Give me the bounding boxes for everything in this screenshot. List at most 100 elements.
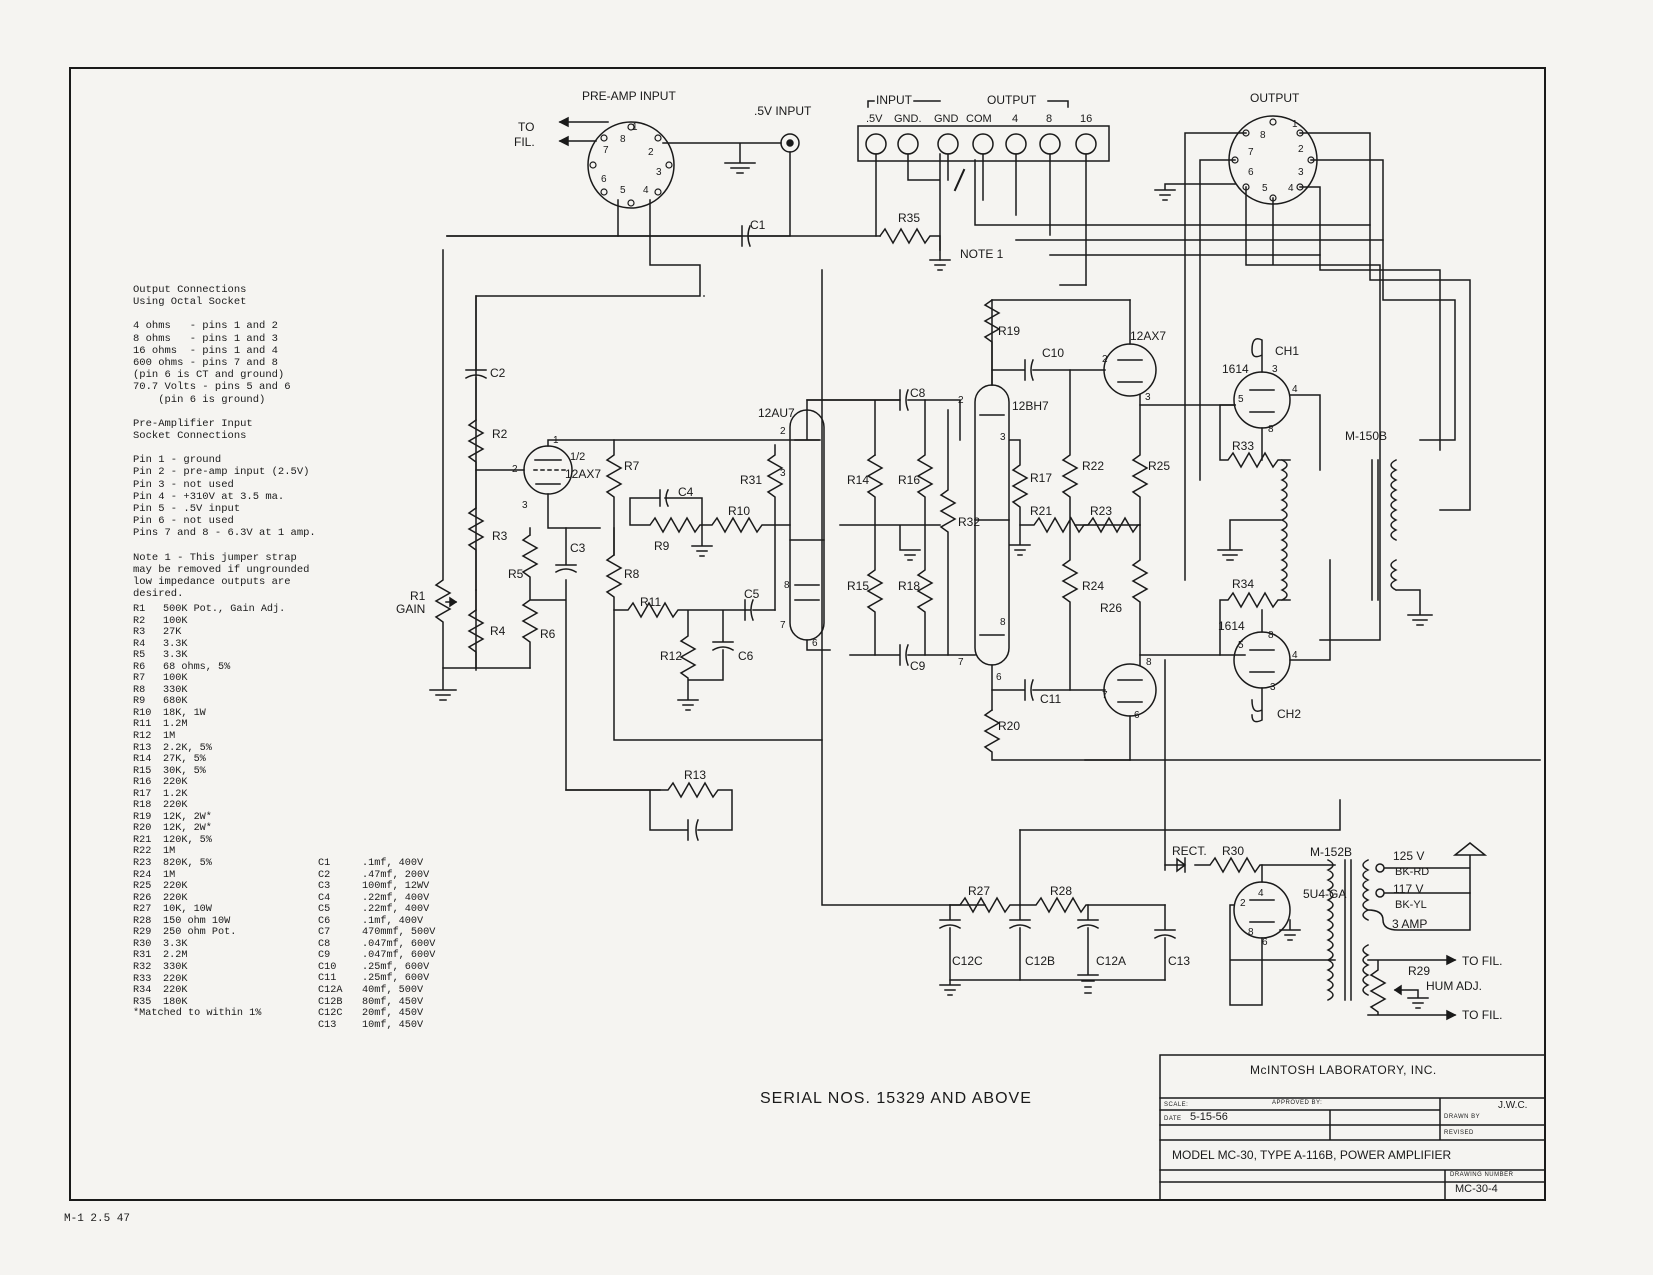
part-ref: R6 [133,661,146,673]
c8-label: C8 [910,386,926,400]
part-ref: R20 [133,823,152,835]
r32-label: R32 [958,515,980,529]
note-line: 600 ohms - pins 7 and 8 [133,357,278,370]
part-value: 12K, 2W* [163,823,212,835]
r1-gain-pot [429,249,457,701]
part-value: 27K, 5% [163,754,206,766]
part-value: 500K Pot., Gain Adj. [163,604,286,615]
parts-row: C6.1mf, 400V [318,916,435,928]
part-ref: C6 [318,915,331,927]
c3-label: C3 [570,541,586,555]
note1-label: NOTE 1 [960,247,1004,261]
part-ref: R25 [133,881,152,893]
part-value: 220K [163,777,188,789]
part-value: 680K [163,696,188,708]
matched-note: *Matched to within 1% [133,1008,262,1020]
form-number: M-1 2.5 47 [64,1213,131,1225]
part-value: .047mf, 600V [362,950,436,962]
part-value: 3.3K [163,938,188,950]
note-line: may be removed if ungrounded [133,563,310,576]
m152b-primary [1362,858,1370,997]
part-ref: C4 [318,892,331,904]
part-value: 1M [163,731,176,743]
parts-row: C11.25mf, 600V [318,973,435,985]
r28-label: R28 [1050,884,1072,898]
part-ref: R21 [133,834,152,846]
r9-label: R9 [654,539,670,553]
r32-resistor [939,409,957,656]
c13-label: C13 [1168,954,1190,968]
serial-numbers: SERIAL NOS. 15329 AND ABOVE [760,1090,1032,1107]
part-value: 18K, 1W [163,707,206,719]
c12c-label: C12C [952,954,983,968]
r23-label: R23 [1090,504,1112,518]
r3-label: R3 [492,529,508,543]
note-line: Pre-Amplifier Input [133,417,253,430]
c4-label: C4 [678,485,694,499]
r25-resistor [1131,394,1149,666]
preamp-socket-pins [589,123,673,207]
r17-label: R17 [1030,471,1052,485]
r21-label: R21 [1030,504,1052,518]
pin-number: 6 [601,174,607,185]
part-value: 2.2M [163,950,188,962]
input-group-label: INPUT [876,93,913,107]
r16-label: R16 [898,473,920,487]
pin-number: 6 [1134,710,1140,721]
part-ref: R2 [133,615,146,627]
part-value: 68 ohms, 5% [163,661,231,673]
pin-number: 7 [1248,147,1254,158]
part-ref: C12B [318,996,343,1008]
v6-label: 1614 [1218,619,1245,633]
c12b-label: C12B [1025,954,1055,968]
part-value: .47mf, 200V [362,869,430,881]
v4-tube-lower [1103,663,1157,717]
parts-row: C2 .47mf, 200V [318,870,435,882]
r10-label: R10 [728,504,750,518]
m150b-primary-winding [1217,458,1288,602]
pin-number: 2 [1240,898,1246,909]
model-title: MODEL MC-30, TYPE A-116B, POWER AMPLIFIE… [1172,1148,1452,1162]
r34-resistor [1219,591,1291,656]
parts-row: C5.22mf, 400V [318,904,435,916]
part-value: 10mf, 450V [362,1019,424,1031]
part-ref: R13 [133,742,152,754]
part-ref: C2 [318,869,331,881]
v2-label: 12AU7 [758,406,795,420]
to-fil-right-1: TO FIL. [1462,954,1502,968]
company-name: McINTOSH LABORATORY, INC. [1250,1063,1437,1077]
pin-number: 4 [1292,650,1298,661]
note-line: Socket Connections [133,430,247,443]
note-line: desired. [133,588,184,601]
part-value: 100mf, 12WV [362,881,430,893]
part-value: .22mf, 400V [362,892,430,904]
c11-label: C11 [1040,692,1061,706]
part-value: 1M [163,846,176,858]
drawing-number: MC-30-4 [1455,1183,1498,1195]
part-ref: R26 [133,892,152,904]
ch1-label: CH1 [1275,344,1299,358]
parts-row: C9.047mf, 600V [318,950,435,962]
r28-resistor [1019,896,1166,914]
parts-row: C1.1mf, 400V [318,858,435,870]
pin-number: 6 [1262,937,1268,948]
r22-label: R22 [1082,459,1104,473]
note-line: Pin 5 - .5V input [133,503,241,516]
